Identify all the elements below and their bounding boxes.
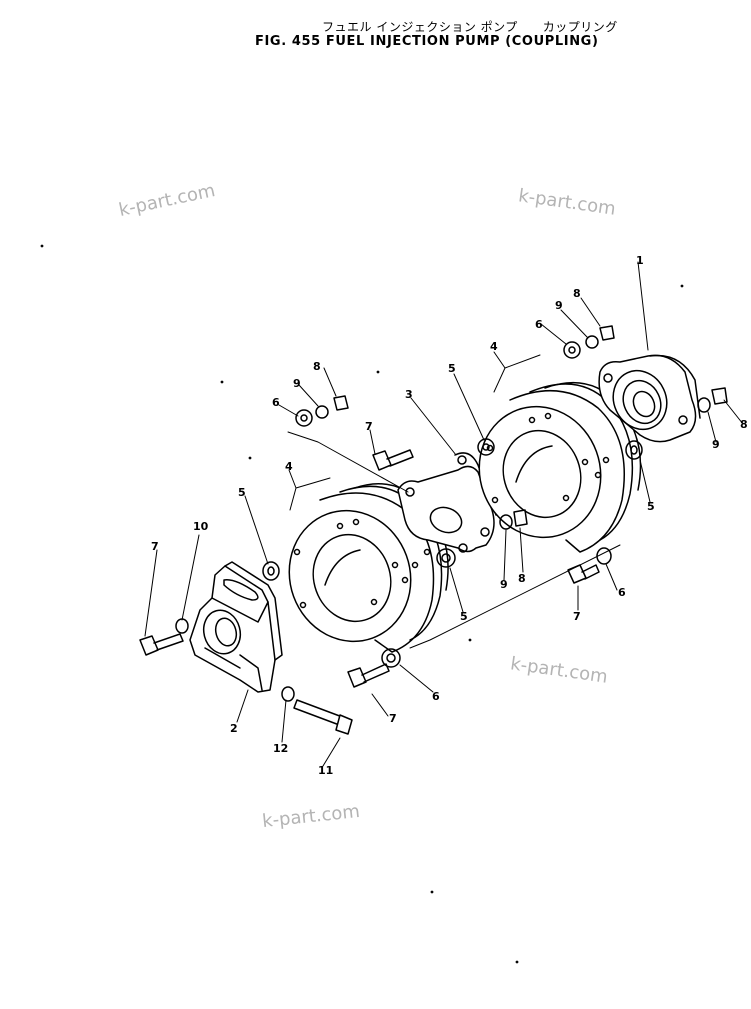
hex-bolts	[139, 449, 600, 735]
callout-8: 8	[740, 418, 748, 431]
leader-lines	[144, 261, 744, 767]
callout-4: 4	[285, 460, 293, 473]
callout-7: 7	[151, 540, 159, 553]
washers-and-nuts	[175, 325, 728, 702]
callout-4: 4	[490, 340, 498, 353]
callout-3: 3	[405, 388, 413, 401]
callout-5: 5	[460, 610, 468, 623]
callout-10: 10	[193, 520, 209, 533]
callout-1: 1	[636, 254, 644, 267]
callout-9: 9	[500, 578, 508, 591]
callout-7: 7	[365, 420, 373, 433]
figure-title: FIG. 455 FUEL INJECTION PUMP (COUPLING)	[255, 34, 599, 49]
figure-title-japanese: フュエル インジェクション ポンプ カップリング	[322, 20, 618, 34]
callout-8: 8	[573, 287, 581, 300]
callout-8: 8	[313, 360, 321, 373]
callout-9: 9	[712, 438, 720, 451]
callout-6: 6	[535, 318, 543, 331]
callout-5: 5	[448, 362, 456, 375]
coupling-hub-part-2	[189, 561, 283, 693]
callout-5: 5	[647, 500, 655, 513]
link-plate-part-3	[397, 452, 497, 553]
callout-7: 7	[573, 610, 581, 623]
callout-11: 11	[318, 764, 334, 777]
scan-specks	[40, 244, 684, 964]
flange-housing-part-1	[598, 354, 701, 443]
callout-9: 9	[293, 377, 301, 390]
callout-6: 6	[432, 690, 440, 703]
callout-8: 8	[518, 572, 526, 585]
callout-6: 6	[618, 586, 626, 599]
callout-12: 12	[273, 742, 289, 755]
callout-5: 5	[238, 486, 246, 499]
callout-6: 6	[272, 396, 280, 409]
callout-9: 9	[555, 299, 563, 312]
callout-7: 7	[389, 712, 397, 725]
coupling-flange-part-4-left	[288, 482, 449, 653]
callout-2: 2	[230, 722, 238, 735]
